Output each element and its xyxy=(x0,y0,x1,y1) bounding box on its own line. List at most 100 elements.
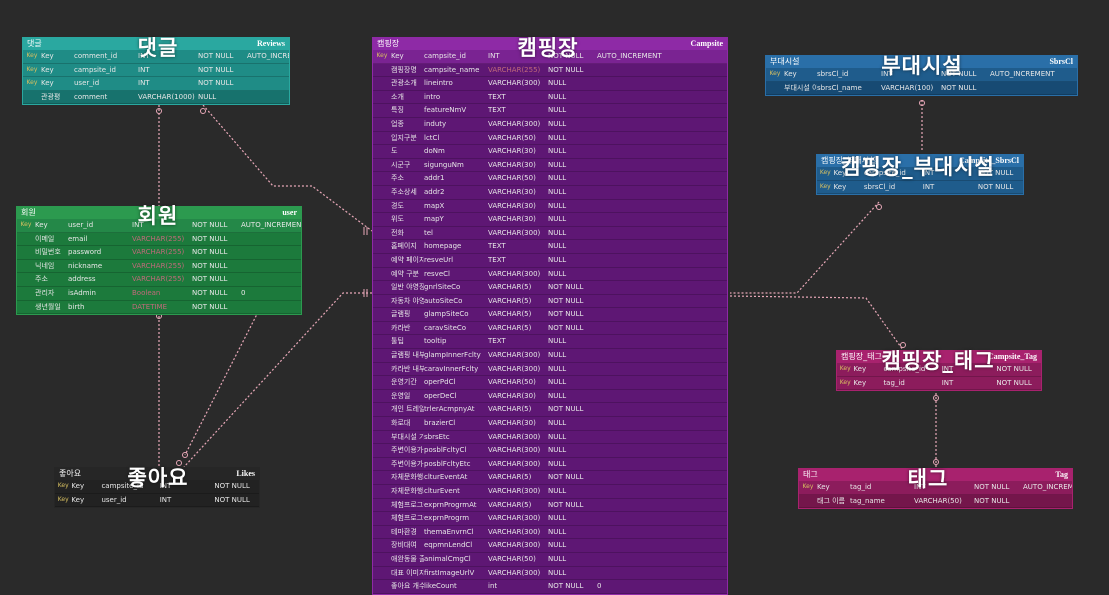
column-default xyxy=(1023,495,1072,508)
relation-line xyxy=(202,104,373,232)
column-name: addr2 xyxy=(424,187,445,196)
table-row[interactable]: 부대시설 기타sbrsEtcVARCHAR(300)NULL xyxy=(373,431,727,445)
column-null: NULL xyxy=(548,92,567,101)
key-icon xyxy=(373,431,391,444)
table-row[interactable]: 체험프로그램 여부exprnProgrmAtVARCHAR(5)NOT NULL xyxy=(373,499,727,513)
table-row[interactable]: 자체문화행사 여부clturEventAtVARCHAR(5)NOT NULL xyxy=(373,471,727,485)
column-null: NOT NULL xyxy=(192,275,228,284)
table-row[interactable]: 주변이용가능시설posblFcltyClVARCHAR(300)NULL xyxy=(373,444,727,458)
table-row[interactable]: 주변이용가능시설 기타posblFcltyEtcVARCHAR(300)NULL xyxy=(373,458,727,472)
column-default xyxy=(597,512,727,525)
column-label: 생년월일 xyxy=(35,302,61,311)
key-icon: Key xyxy=(26,65,38,73)
table-row[interactable]: 자동차 야영장autoSiteCoVARCHAR(5)NOT NULL xyxy=(373,295,727,309)
key-icon xyxy=(17,273,35,286)
column-type: VARCHAR(255) xyxy=(132,248,185,257)
table-row[interactable]: 애완동물 출입animalCmgClVARCHAR(50)NULL xyxy=(373,553,727,567)
column-name: sbrsCl_name xyxy=(817,83,862,92)
column-label: 화로대 xyxy=(391,419,411,428)
table-row[interactable]: 글램핑 내부시설glampInnerFcltyVARCHAR(300)NULL xyxy=(373,349,727,363)
key-icon: Key xyxy=(839,365,851,372)
relation-end-icon xyxy=(156,108,162,114)
column-label: 대표 이미지 xyxy=(391,568,424,577)
table-row[interactable]: 개인 트레일러trlerAcmpnyAtVARCHAR(5)NOT NULL xyxy=(373,403,727,418)
column-null: NULL xyxy=(548,419,567,428)
table-overlay-label: 댓글 xyxy=(137,36,179,60)
column-default xyxy=(597,444,727,457)
table-row[interactable]: 카라반 내부시설caravInnerFcltyVARCHAR(300)NULL xyxy=(373,363,727,377)
table-row[interactable]: 체험프로그램명exprnProgrmVARCHAR(300)NULL xyxy=(373,512,727,526)
table-title-ko: 댓글 xyxy=(27,39,42,48)
column-type: INT xyxy=(922,182,935,191)
table-row[interactable]: 자체문화행사명clturEventVARCHAR(300)NULL xyxy=(373,485,727,499)
key-icon: Key xyxy=(26,52,38,59)
